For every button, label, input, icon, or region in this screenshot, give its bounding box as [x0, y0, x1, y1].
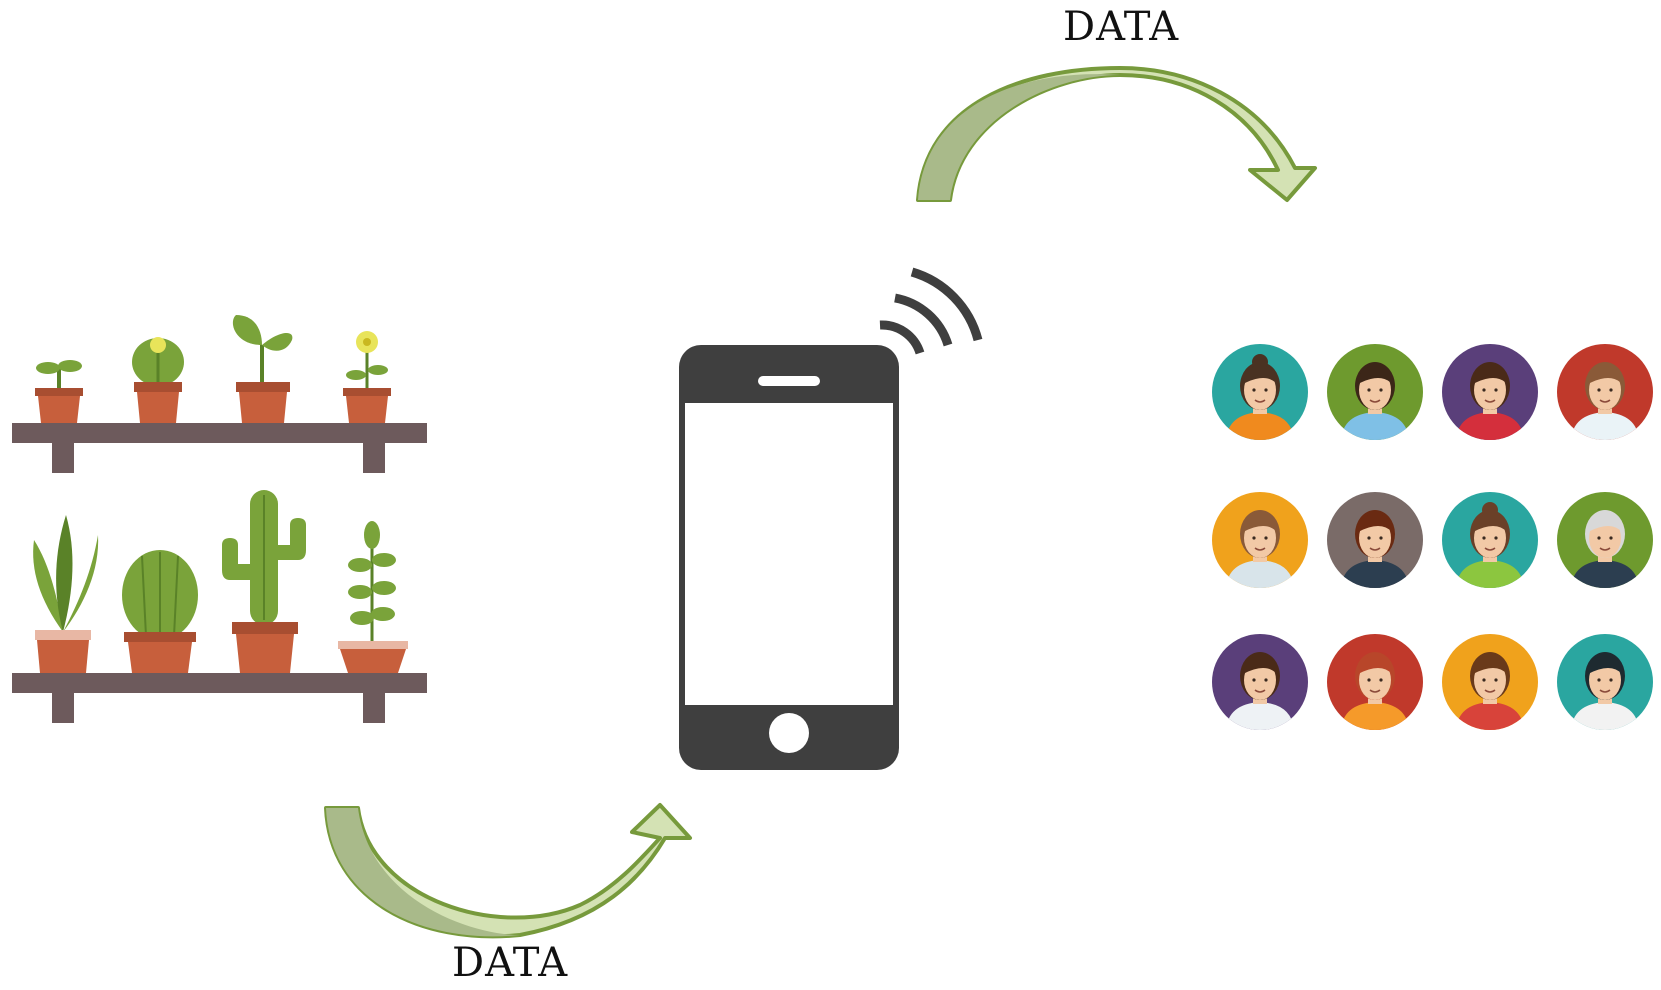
people-avatar-grid [1212, 344, 1653, 730]
tall-cactus-icon [222, 490, 306, 673]
phone-screen [685, 403, 893, 705]
bulb-plant-icon [132, 337, 184, 423]
wireless-signal-icon [879, 267, 983, 355]
person-avatar-icon [1212, 492, 1308, 588]
round-cactus-icon [122, 550, 198, 673]
person-avatar-icon [1212, 344, 1308, 440]
leafy-plant-icon [338, 521, 408, 673]
person-avatar-icon [1557, 344, 1653, 440]
person-avatar-icon [1212, 634, 1308, 730]
person-avatar-icon [1327, 492, 1423, 588]
leaf-plant-icon [232, 315, 293, 423]
smartphone-icon [679, 345, 899, 770]
shelf-bracket [52, 693, 74, 723]
sprout-plant-icon [35, 360, 83, 423]
phone-speaker [758, 376, 820, 386]
arrow-plants-to-phone [324, 803, 692, 939]
shelf-bracket [363, 443, 385, 473]
shelf-board-top [12, 423, 427, 443]
person-avatar-icon [1327, 344, 1423, 440]
person-avatar-icon [1557, 492, 1653, 588]
arrow-phone-to-people [916, 66, 1317, 202]
shelf-bracket [52, 443, 74, 473]
shelf-bracket [363, 693, 385, 723]
data-label-top: DATA [1063, 4, 1180, 50]
person-avatar-icon [1327, 634, 1423, 730]
plant-shelves-illustration [12, 315, 427, 723]
person-avatar-icon [1557, 634, 1653, 730]
snake-plant-icon [33, 515, 99, 673]
phone-home-button [769, 713, 809, 753]
shelf-board-bottom [12, 673, 427, 693]
person-avatar-icon [1442, 492, 1538, 588]
flower-plant-icon [343, 331, 391, 423]
person-avatar-icon [1442, 344, 1538, 440]
data-label-bottom: DATA [452, 940, 569, 986]
person-avatar-icon [1442, 634, 1538, 730]
